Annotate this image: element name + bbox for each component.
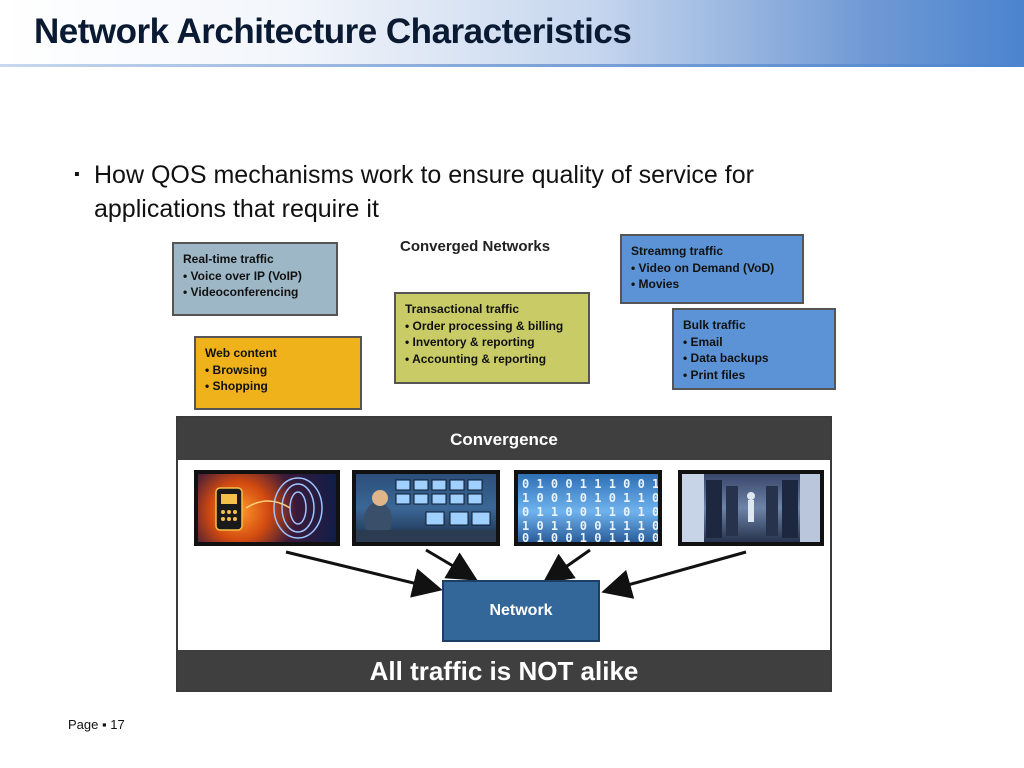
- traffic-box-item: Voice over IP (VoIP): [183, 268, 327, 285]
- svg-text:0 1 1 0 0 1 1 0 1 0: 0 1 1 0 0 1 1 0 1 0: [522, 505, 658, 519]
- page-separator: ▪: [102, 717, 107, 732]
- traffic-box-item: Accounting & reporting: [405, 351, 579, 368]
- bullet-text: How QOS mechanisms work to ensure qualit…: [94, 161, 754, 223]
- bullet-item: ▪ How QOS mechanisms work to ensure qual…: [74, 158, 874, 226]
- tagline-bar: All traffic is NOT alike: [178, 650, 830, 690]
- traffic-box-item: Movies: [631, 276, 793, 293]
- server-racks-icon: [682, 474, 820, 542]
- traffic-box-item: Order processing & billing: [405, 318, 579, 335]
- binary-data-photo: 0 1 0 0 1 1 1 0 0 1 1 0 0 1 0 1 0 1 1 0 …: [514, 470, 662, 546]
- title-bar: [0, 0, 1024, 64]
- svg-text:0 1 0 0 1 0 1 1 0 0: 0 1 0 0 1 0 1 1 0 0: [522, 531, 658, 542]
- svg-text:1 0 0 1 0 1 0 1 1 0: 1 0 0 1 0 1 0 1 1 0: [522, 491, 658, 505]
- convergence-panel: Convergence: [176, 416, 832, 692]
- page-number: 17: [110, 717, 125, 732]
- traffic-box-title: Web content: [205, 346, 277, 360]
- traffic-box-real-time: Real-time traffic Voice over IP (VoIP) V…: [172, 242, 338, 316]
- traffic-box-title: Bulk traffic: [683, 318, 746, 332]
- convergence-arrows: [285, 548, 747, 599]
- voice-waves-icon: [215, 477, 323, 539]
- slide-title: Network Architecture Characteristics: [34, 12, 632, 51]
- traffic-box-title: Transactional traffic: [405, 302, 520, 316]
- square-bullet-icon: ▪: [74, 166, 80, 183]
- traffic-box-web-content: Web content Browsing Shopping: [194, 336, 362, 410]
- title-underline: [0, 64, 1024, 67]
- traffic-box-item: Data backups: [683, 350, 825, 367]
- page-footer: Page ▪ 17: [68, 717, 125, 732]
- traffic-box-item: Shopping: [205, 378, 351, 395]
- arrow-server-to-network: [601, 550, 747, 599]
- arrow-data-to-network: [542, 548, 591, 584]
- voice-traffic-photo: [194, 470, 340, 546]
- traffic-box-item: Browsing: [205, 362, 351, 379]
- traffic-box-transactional: Transactional traffic Order processing &…: [394, 292, 590, 384]
- monitors-icon: [356, 479, 496, 542]
- control-room-photo: [352, 470, 500, 546]
- traffic-box-item: Print files: [683, 367, 825, 384]
- diagram-heading: Converged Networks: [400, 238, 551, 255]
- svg-text:0 1 0 0 1 1 1 0 0 1: 0 1 0 0 1 1 1 0 0 1: [522, 477, 658, 491]
- traffic-box-item: Videoconferencing: [183, 284, 327, 301]
- traffic-box-bulk: Bulk traffic Email Data backups Print fi…: [672, 308, 836, 390]
- network-box: Network: [442, 580, 600, 642]
- traffic-box-title: Real-time traffic: [183, 252, 274, 266]
- traffic-box-title: Streamng traffic: [631, 244, 724, 258]
- binary-digits-icon: 0 1 0 0 1 1 1 0 0 1 1 0 0 1 0 1 0 1 1 0 …: [522, 477, 658, 542]
- arrow-voice-to-network: [285, 550, 443, 598]
- converged-networks-diagram: Converged Networks Real-time traffic Voi…: [166, 228, 840, 696]
- traffic-box-item: Inventory & reporting: [405, 334, 579, 351]
- traffic-box-item: Video on Demand (VoD): [631, 260, 793, 277]
- page-label: Page: [68, 717, 99, 732]
- arrow-control-to-network: [425, 548, 478, 581]
- server-room-photo: [678, 470, 824, 546]
- convergence-label: Convergence: [178, 418, 830, 460]
- svg-text:1 0 1 1 0 0 1 1 1 0: 1 0 1 1 0 0 1 1 1 0: [522, 519, 658, 533]
- traffic-box-item: Email: [683, 334, 825, 351]
- traffic-box-streaming: Streamng traffic Video on Demand (VoD) M…: [620, 234, 804, 304]
